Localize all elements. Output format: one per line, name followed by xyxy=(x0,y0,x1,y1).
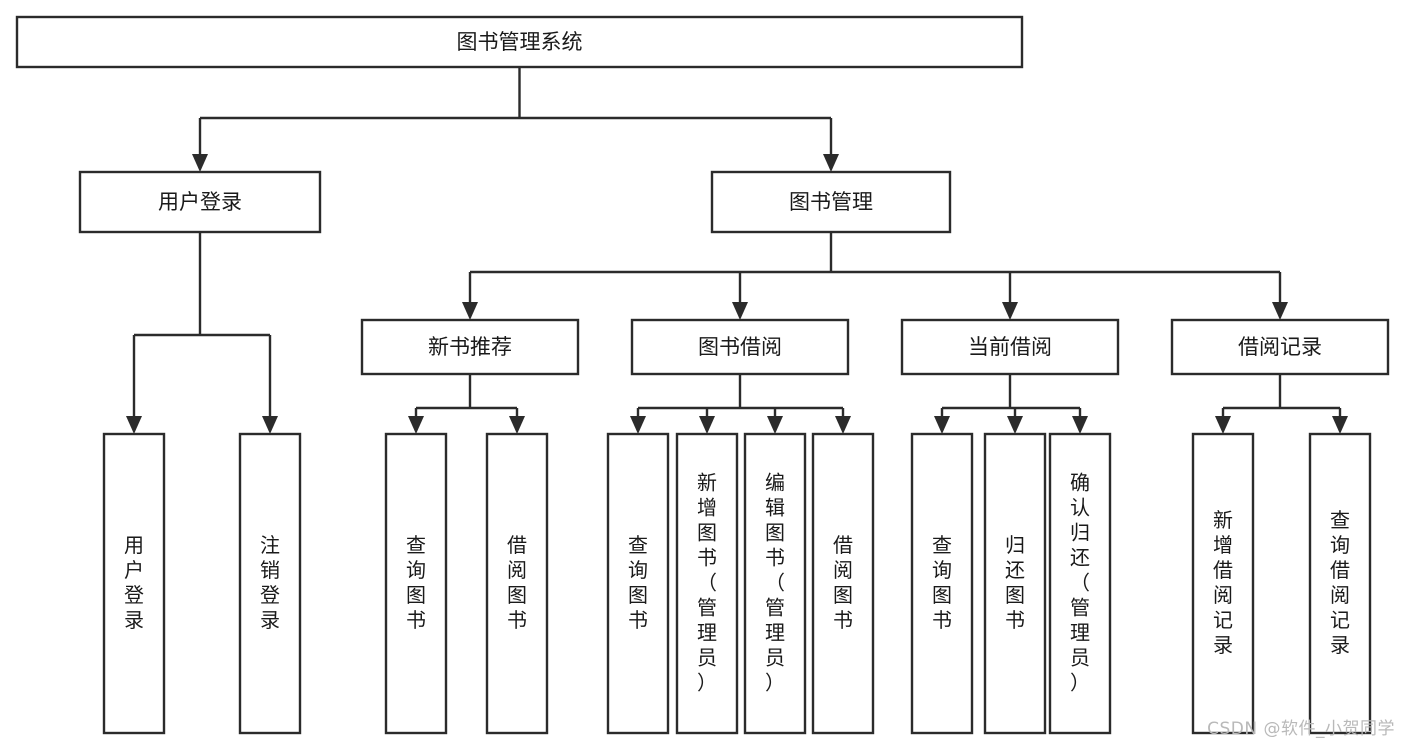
node-borrow-record[interactable]: 借阅记录 xyxy=(1170,318,1390,376)
connector-arrow-leaf-query-book-borrow-head xyxy=(630,416,646,434)
node-box-root xyxy=(15,15,1024,69)
connector-arrow-current-borrow-head xyxy=(1002,302,1018,320)
node-box-leaf-borrow-book xyxy=(811,432,875,735)
node-box-leaf-edit-book xyxy=(743,432,807,735)
connector-arrow-leaf-query-book-current-head xyxy=(934,416,950,434)
node-layer: 图书管理系统用户登录图书管理新书推荐图书借阅当前借阅借阅记录用户登录注销登录查询… xyxy=(15,15,1390,735)
node-book-management[interactable]: 图书管理 xyxy=(710,170,952,234)
node-label-leaf-confirm-return: 确认归还（管理员） xyxy=(1070,470,1090,694)
connector-arrow-leaf-borrow-book-recommend-head xyxy=(509,416,525,434)
connector-layer xyxy=(126,67,1348,434)
node-label-root: 图书管理系统 xyxy=(457,30,583,54)
connector-arrow-leaf-edit-book-head xyxy=(767,416,783,434)
connector-arrow-book-borrow-head xyxy=(732,302,748,320)
node-box-new-book-recommend xyxy=(360,318,580,376)
node-root[interactable]: 图书管理系统 xyxy=(15,15,1024,69)
node-label-new-book-recommend: 新书推荐 xyxy=(428,335,512,359)
node-label-user-login: 用户登录 xyxy=(158,190,242,214)
connector-arrow-borrow-record-head xyxy=(1272,302,1288,320)
node-box-leaf-logout xyxy=(238,432,302,735)
connector-arrow-book-management-head xyxy=(823,154,839,172)
node-book-borrow[interactable]: 图书借阅 xyxy=(630,318,850,376)
node-box-leaf-add-borrow-record xyxy=(1191,432,1255,735)
connector-arrow-leaf-add-borrow-record-head xyxy=(1215,416,1231,434)
node-box-leaf-query-book-borrow xyxy=(606,432,670,735)
node-box-borrow-record xyxy=(1170,318,1390,376)
node-leaf-add-book[interactable]: 新增图书（管理员） xyxy=(675,432,739,735)
node-leaf-user-login[interactable]: 用户登录 xyxy=(102,432,166,735)
node-leaf-query-book-current[interactable]: 查询图书 xyxy=(910,432,974,735)
node-label-leaf-borrow-book-recommend: 借阅图书 xyxy=(507,533,527,632)
node-user-login[interactable]: 用户登录 xyxy=(78,170,322,234)
node-leaf-query-book-recommend[interactable]: 查询图书 xyxy=(384,432,448,735)
node-label-leaf-add-borrow-record: 新增借阅记录 xyxy=(1213,508,1233,657)
node-label-leaf-query-book-recommend: 查询图书 xyxy=(406,533,426,632)
node-leaf-add-borrow-record[interactable]: 新增借阅记录 xyxy=(1191,432,1255,735)
node-box-leaf-query-borrow-record xyxy=(1308,432,1372,735)
node-box-current-borrow xyxy=(900,318,1120,376)
connector-arrow-leaf-logout-head xyxy=(262,416,278,434)
node-box-leaf-return-book xyxy=(983,432,1047,735)
node-leaf-edit-book[interactable]: 编辑图书（管理员） xyxy=(743,432,807,735)
connector-arrow-leaf-borrow-book-head xyxy=(835,416,851,434)
connector-arrow-leaf-query-book-recommend-head xyxy=(408,416,424,434)
node-leaf-borrow-book[interactable]: 借阅图书 xyxy=(811,432,875,735)
node-label-leaf-add-book: 新增图书（管理员） xyxy=(697,470,717,694)
node-leaf-logout[interactable]: 注销登录 xyxy=(238,432,302,735)
node-box-leaf-confirm-return xyxy=(1048,432,1112,735)
watermark-text: CSDN @软件_小贺同学 xyxy=(1207,719,1395,739)
node-label-leaf-borrow-book: 借阅图书 xyxy=(833,533,853,632)
node-label-leaf-user-login: 用户登录 xyxy=(124,533,144,632)
node-box-user-login xyxy=(78,170,322,234)
connector-arrow-leaf-query-borrow-record-head xyxy=(1332,416,1348,434)
node-box-book-management xyxy=(710,170,952,234)
node-box-leaf-add-book xyxy=(675,432,739,735)
connector-arrow-user-login-head xyxy=(192,154,208,172)
node-leaf-borrow-book-recommend[interactable]: 借阅图书 xyxy=(485,432,549,735)
node-leaf-query-borrow-record[interactable]: 查询借阅记录 xyxy=(1308,432,1372,735)
connector-arrow-leaf-add-book-head xyxy=(699,416,715,434)
node-leaf-query-book-borrow[interactable]: 查询图书 xyxy=(606,432,670,735)
connector-arrow-new-book-recommend-head xyxy=(462,302,478,320)
connector-arrow-leaf-user-login-head xyxy=(126,416,142,434)
node-new-book-recommend[interactable]: 新书推荐 xyxy=(360,318,580,376)
node-box-leaf-user-login xyxy=(102,432,166,735)
node-label-leaf-query-borrow-record: 查询借阅记录 xyxy=(1330,508,1350,657)
node-box-leaf-query-book-current xyxy=(910,432,974,735)
node-label-leaf-logout: 注销登录 xyxy=(260,533,280,632)
node-current-borrow[interactable]: 当前借阅 xyxy=(900,318,1120,376)
node-label-leaf-return-book: 归还图书 xyxy=(1005,533,1025,632)
node-label-leaf-query-book-current: 查询图书 xyxy=(932,533,952,632)
node-label-borrow-record: 借阅记录 xyxy=(1238,335,1322,359)
connector-arrow-leaf-confirm-return-head xyxy=(1072,416,1088,434)
node-leaf-return-book[interactable]: 归还图书 xyxy=(983,432,1047,735)
node-box-book-borrow xyxy=(630,318,850,376)
connector-arrow-leaf-return-book-head xyxy=(1007,416,1023,434)
node-label-book-management: 图书管理 xyxy=(789,190,873,214)
node-label-leaf-edit-book: 编辑图书（管理员） xyxy=(765,470,785,694)
node-label-leaf-query-book-borrow: 查询图书 xyxy=(628,533,648,632)
node-label-book-borrow: 图书借阅 xyxy=(698,335,782,359)
node-leaf-confirm-return[interactable]: 确认归还（管理员） xyxy=(1048,432,1112,735)
node-label-current-borrow: 当前借阅 xyxy=(968,335,1052,359)
node-box-leaf-query-book-recommend xyxy=(384,432,448,735)
node-box-leaf-borrow-book-recommend xyxy=(485,432,549,735)
